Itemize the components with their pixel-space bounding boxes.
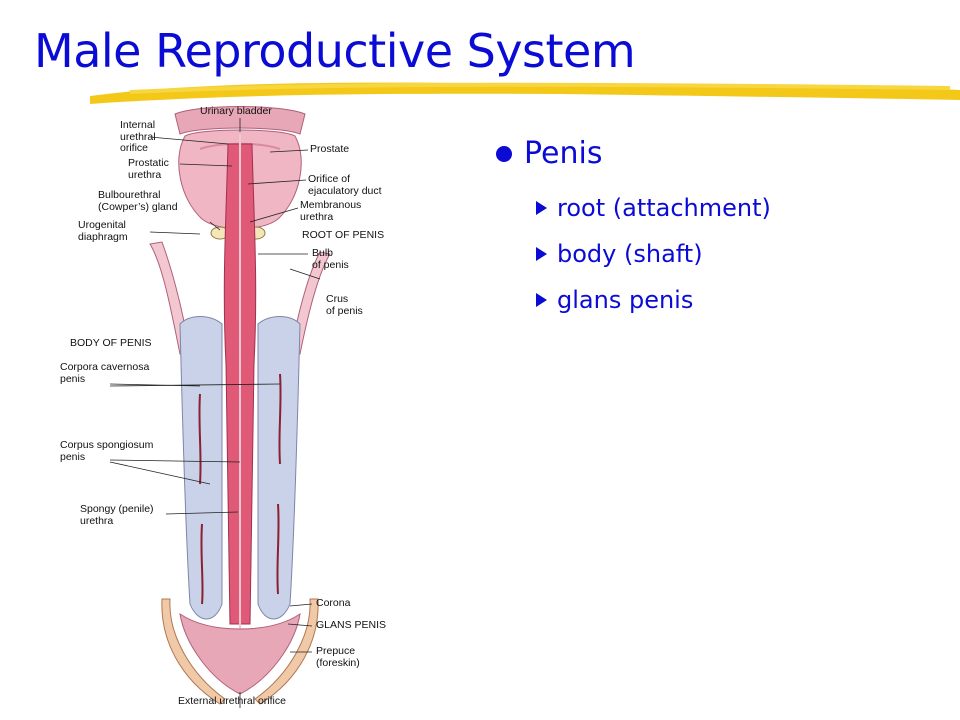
sub-bullet-list: root (attachment) body (shaft) glans pen… [536,185,771,323]
label-orifice-ejaculatory-duct: Orifice of ejaculatory duct [308,173,382,197]
slide-title: Male Reproductive System [34,24,636,78]
label-bulbourethral-gland: Bulbourethral (Cowper’s) gland [98,189,178,213]
label-body-of-penis: BODY OF PENIS [70,337,152,349]
sub-bullet-glans: glans penis [536,277,771,323]
sub-bullet-text: root (attachment) [557,194,771,222]
title-underline-stroke [90,82,960,104]
label-prepuce: Prepuce (foreskin) [316,645,360,669]
sub-bullet-body: body (shaft) [536,231,771,277]
bullet-arrow-icon [536,247,547,261]
label-internal-urethral-orifice: Internal urethral orifice [120,119,156,154]
label-urogenital-diaphragm: Urogenital diaphragm [78,219,128,243]
bullet-penis: Penis [496,136,771,171]
bullet-arrow-icon [536,201,547,215]
label-corpus-spongiosum: Corpus spongiosum penis [60,439,154,463]
label-urinary-bladder: Urinary bladder [200,105,272,117]
bullet-main-text: Penis [524,136,603,171]
label-prostatic-urethra: Prostatic urethra [128,157,169,181]
label-crus-of-penis: Crus of penis [326,293,363,317]
anatomy-illustration [109,106,331,708]
sub-bullet-text: body (shaft) [557,240,703,268]
sub-bullet-root: root (attachment) [536,185,771,231]
label-corona: Corona [316,597,351,609]
penis-anatomy-figure: Urinary bladder Internal urethral orific… [50,104,430,714]
bullet-list: Penis root (attachment) body (shaft) gla… [496,136,771,323]
label-corpora-cavernosa: Corpora cavernosa penis [60,361,150,385]
bullet-dot-icon [496,145,512,162]
label-spongy-urethra: Spongy (penile) urethra [80,503,154,527]
label-prostate: Prostate [310,143,350,155]
label-external-urethral-orifice: External urethral orifice [178,695,286,707]
sub-bullet-text: glans penis [557,286,694,314]
label-root-of-penis: ROOT OF PENIS [302,229,385,241]
label-glans-penis: GLANS PENIS [316,619,387,631]
label-membranous-urethra: Membranous urethra [300,199,362,223]
bullet-arrow-icon [536,293,547,307]
label-bulb-of-penis: Bulb of penis [312,247,349,271]
